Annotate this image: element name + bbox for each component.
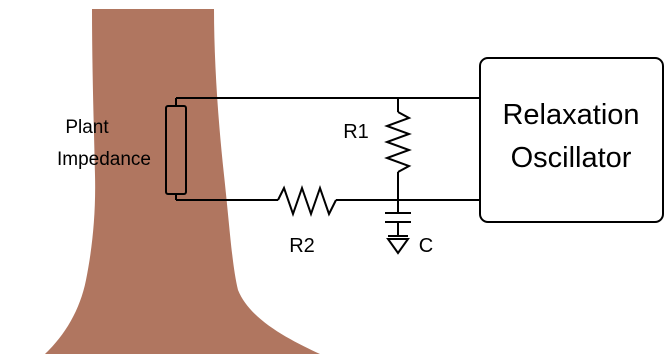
ground-icon bbox=[386, 235, 410, 255]
label-impedance: Impedance bbox=[57, 149, 151, 170]
capacitor-c bbox=[385, 200, 411, 235]
r1-zigzag bbox=[384, 111, 412, 173]
label-r1: R1 bbox=[343, 121, 369, 143]
resistor-r2 bbox=[277, 184, 337, 218]
plant-trunk bbox=[45, 9, 320, 354]
label-oscillator: Oscillator bbox=[511, 142, 632, 174]
label-c: C bbox=[419, 235, 433, 257]
ground-triangle bbox=[386, 238, 410, 255]
label-plant: Plant bbox=[65, 117, 109, 138]
resistor-r1 bbox=[384, 98, 412, 200]
oscillator-box bbox=[479, 57, 664, 223]
label-relaxation: Relaxation bbox=[502, 99, 639, 131]
label-r2: R2 bbox=[289, 235, 315, 257]
r2-zigzag bbox=[277, 184, 337, 218]
